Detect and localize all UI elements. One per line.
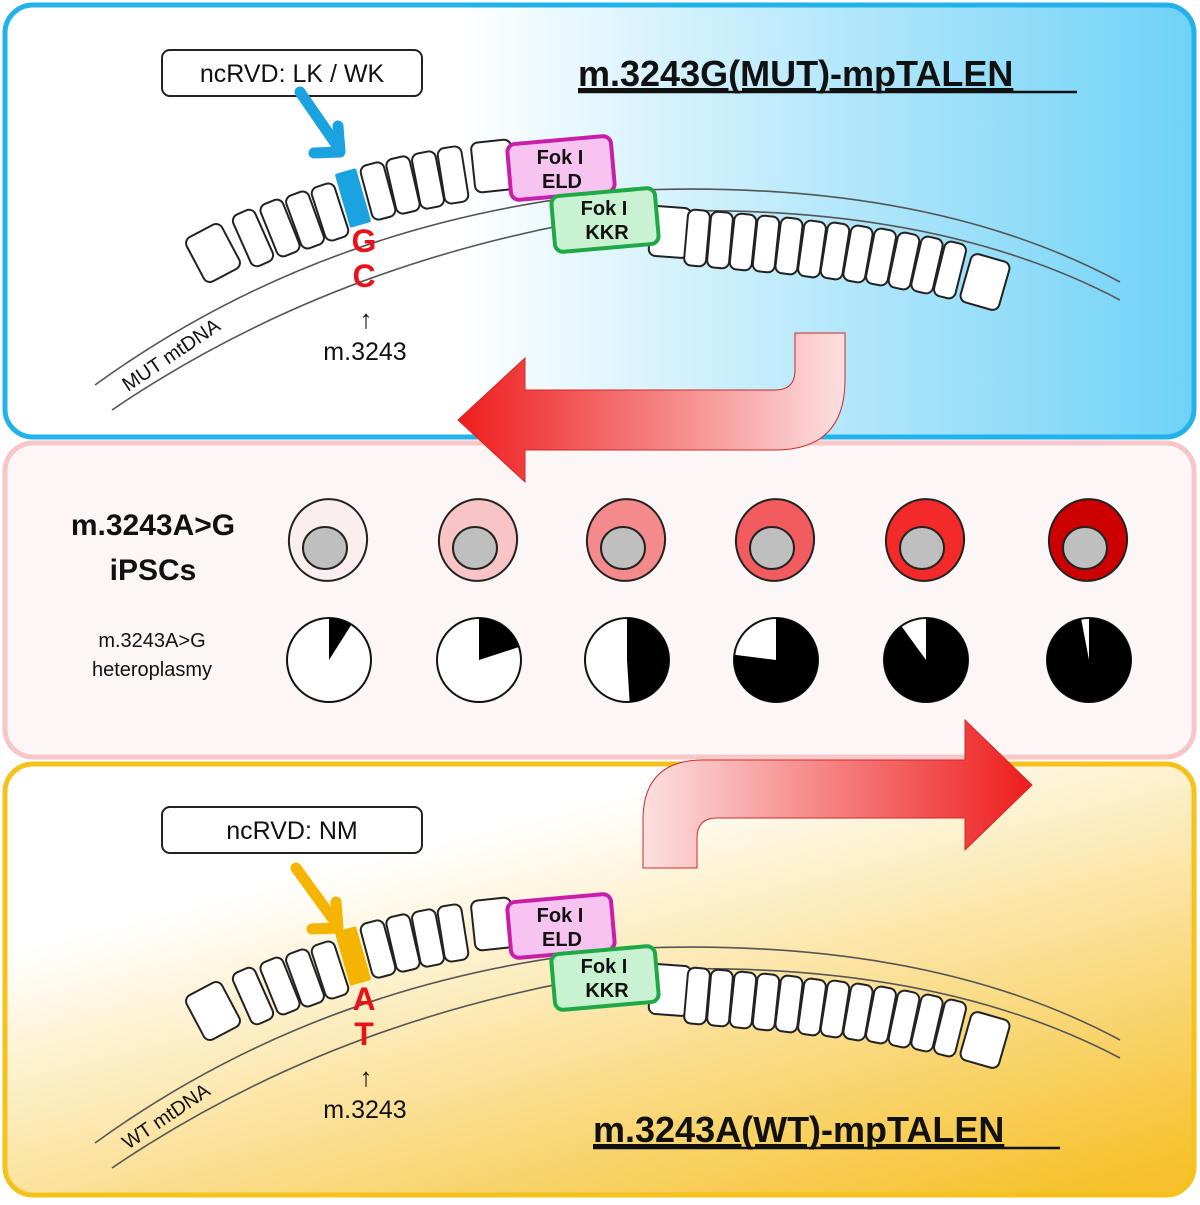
tale-repeat [436,903,470,963]
tale-repeat [910,993,944,1053]
tale-repeat [285,190,325,250]
tale-repeat [411,908,445,968]
tale-repeat [706,968,734,1028]
ncrvd-label-box [161,806,423,854]
cells-label-line1: m.3243A>G [71,509,235,542]
tale-repeat [231,966,275,1026]
bottom-talen-diagram: m.3243A(WT)-mpTALEN ncRVD: NM WT mtDNA F… [94,806,1121,1169]
tale-repeat [259,956,301,1016]
fok-eld-line2: ELD [542,171,582,193]
tale-repeats-left [185,896,516,1041]
cell-nucleus [600,526,646,570]
cell-nucleus [302,526,348,570]
blue-arrow-icon [294,86,346,159]
tale-repeat [231,208,275,268]
tale-repeat [728,970,758,1030]
tale-repeats-left [185,138,516,283]
heteroplasmy-pies [286,617,1132,703]
tale-repeat [959,253,1011,311]
heteroplasmy-slice [884,618,968,702]
tale-repeat [185,223,241,283]
tale-repeat [819,221,851,281]
tale-repeat [385,913,421,973]
tale-repeat [259,198,301,258]
tale-repeat [819,979,851,1039]
fok-kkr-line2: KKR [585,222,629,244]
yellow-arrow-icon [290,862,344,935]
red-arrow-left [457,332,846,484]
red-arrow-right [642,718,1033,869]
tale-repeat [774,974,804,1034]
heteroplasmy-slice [1047,618,1132,703]
heteroplasmy-slice [479,618,519,660]
fok-eld-line2: ELD [542,929,582,951]
tale-repeat [887,231,921,291]
position-label: m.3243 [323,338,406,366]
tale-repeat [185,981,241,1041]
tale-repeat [933,240,967,300]
tale-repeats-right [647,205,1011,311]
heteroplasmy-slice [627,618,670,702]
tale-repeat [797,219,827,279]
heteroplasmy-slice [329,618,352,660]
fok-kkr-box [549,186,661,254]
tale-repeat [310,940,350,1000]
middle-panel [2,440,1197,760]
tale-repeat [385,155,421,215]
cell-nucleus [899,526,945,570]
ipsc-cells [287,498,1129,582]
bottom-title: m.3243A(WT)-mpTALEN [593,1109,1004,1150]
base-top: G [352,223,377,259]
tale-repeat [910,235,944,295]
target-repeat [335,926,371,986]
tale-repeat [310,182,350,242]
base-bottom: C [352,258,375,294]
heteroplasmy-label-line1: m.3243A>G [98,630,205,652]
target-repeat [335,168,371,228]
arrow-up-icon: ↑ [360,1062,373,1092]
tale-repeat [751,972,781,1032]
tale-repeat [865,985,897,1045]
base-top: A [352,981,375,1017]
base-bottom: T [354,1016,374,1052]
tale-repeat [751,214,781,274]
tale-repeat [683,208,711,268]
tale-repeat [706,210,734,270]
tale-repeat [359,919,397,979]
tale-repeat [285,948,325,1008]
cell-nucleus [749,526,795,570]
tale-repeat [842,982,874,1042]
tale-repeat [959,1011,1011,1069]
fok-kkr-line1: Fok I [581,198,628,220]
fok-eld-line1: Fok I [537,147,584,169]
top-title: m.3243G(MUT)-mpTALEN [578,53,1013,94]
cells-label-line2: iPSCs [110,554,197,587]
tale-repeat [865,227,897,287]
tale-repeat [436,145,470,205]
ncrvd-label: ncRVD: LK / WK [200,60,385,88]
fok-kkr-line2: KKR [585,980,629,1002]
arrow-up-icon: ↑ [360,304,373,334]
tale-repeats-right [647,963,1011,1069]
tale-repeat [411,150,445,210]
position-label: m.3243 [323,1096,406,1124]
cell-nucleus [1062,526,1108,570]
fok-eld-line1: Fok I [537,905,584,927]
tale-repeat [933,998,967,1058]
ncrvd-label: ncRVD: NM [226,817,358,845]
fok-kkr-line1: Fok I [581,956,628,978]
fok-kkr-box [549,944,661,1012]
heteroplasmy-label-line2: heteroplasmy [92,659,212,681]
tale-repeat [728,212,758,272]
tale-repeat [683,966,711,1026]
tale-repeat [797,977,827,1037]
tale-repeat [359,161,397,221]
ncrvd-label-box [161,49,423,97]
tale-repeat [887,989,921,1049]
heteroplasmy-slice [734,618,818,702]
cell-nucleus [452,526,498,570]
tale-repeat [774,216,804,276]
tale-repeat [842,224,874,284]
